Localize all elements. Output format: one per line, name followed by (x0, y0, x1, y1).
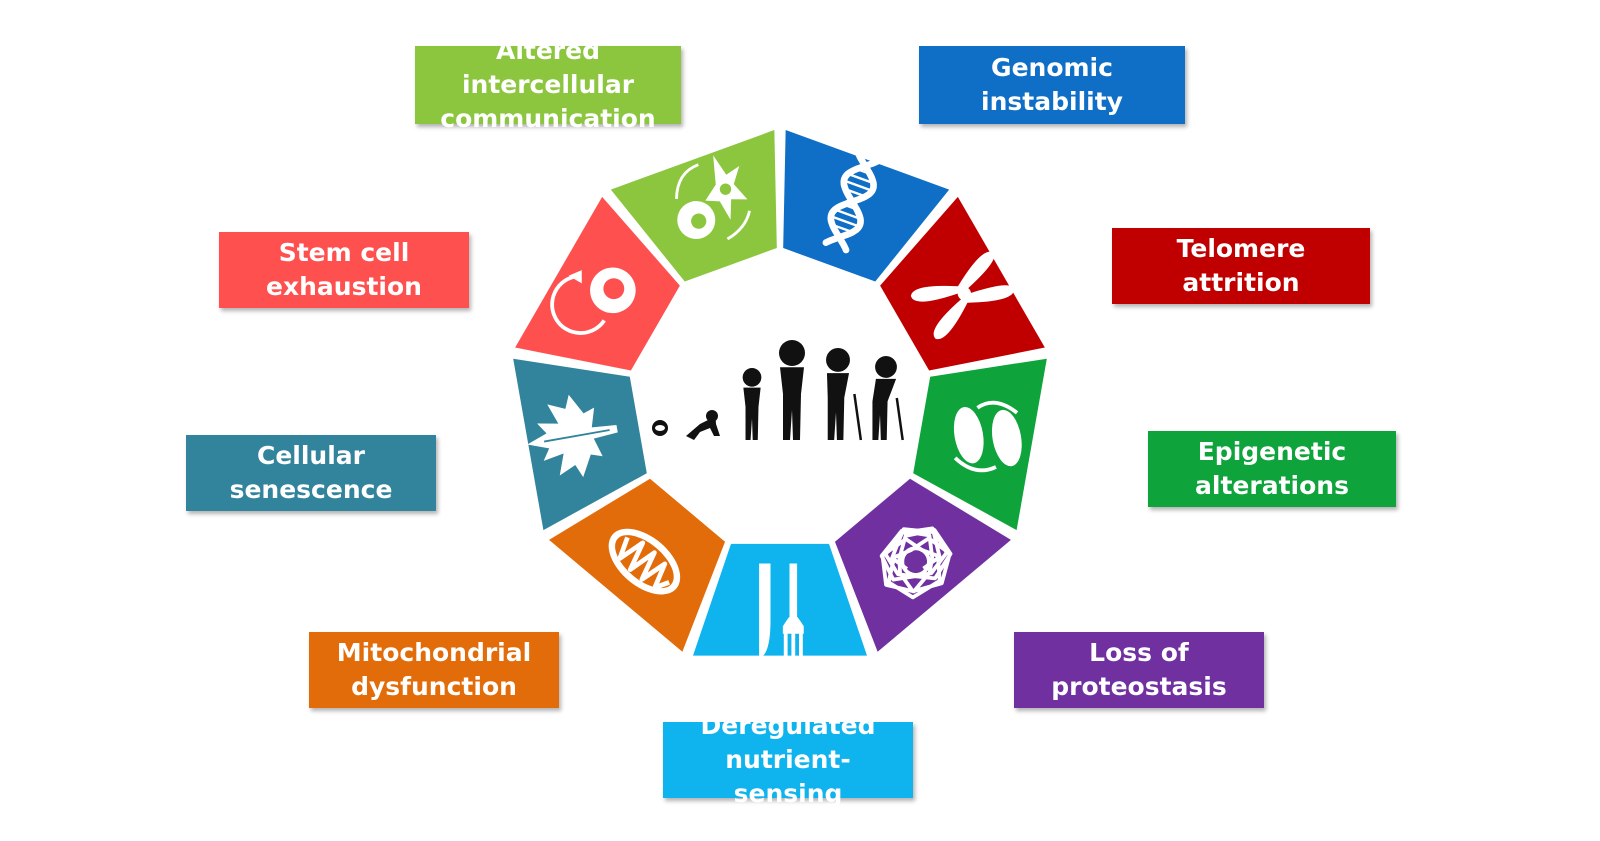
protein-icon (879, 526, 953, 600)
label-nutrient: Deregulated nutrient-sensing (663, 711, 913, 808)
label-genomic: Genomic instability (919, 46, 1185, 124)
label-epigenetic: Epigenetic alterations (1148, 431, 1396, 507)
maple-leaf-icon (527, 394, 618, 478)
label-mitochondrial: Mitochondrial dysfunction (309, 632, 559, 708)
label-line: nutrient-sensing (725, 745, 851, 808)
label-line: Loss of (1089, 638, 1189, 667)
label-stemcell: Stem cell exhaustion (219, 232, 469, 308)
label-line: Mitochondrial (336, 638, 532, 667)
nucleosome-icon (953, 400, 1022, 473)
label-line: Genomic instability (981, 53, 1123, 116)
label-line: proteostasis (1051, 672, 1227, 701)
stem-cell-icon (550, 267, 636, 335)
fork-knife-icon (759, 563, 804, 659)
segment-nutrient (692, 543, 868, 656)
label-line: Stem cell (278, 238, 410, 267)
human-life-stages-icon (652, 340, 904, 441)
dna-icon (822, 150, 882, 254)
mitochondrion-icon (608, 528, 681, 595)
label-line: dysfunction (351, 672, 517, 701)
label-proteostasis: Loss of proteostasis (1014, 632, 1264, 708)
label-line: Deregulated (700, 711, 876, 740)
label-line: alterations (1195, 471, 1349, 500)
label-line: senescence (229, 475, 393, 504)
label-intercellular: Altered intercellular communication (415, 36, 681, 133)
label-line: exhaustion (266, 272, 422, 301)
wheel-segments (513, 130, 1047, 656)
label-line: Epigenetic (1197, 437, 1347, 466)
segment-proteostasis (834, 478, 1011, 652)
segment-icons (527, 150, 1022, 659)
cell-communication-icon (675, 155, 751, 241)
chromosome-icon (910, 251, 1015, 340)
label-line: Altered intercellular (461, 36, 635, 99)
label-telomere: Telomere attrition (1112, 228, 1370, 304)
label-line: communication (440, 104, 656, 133)
label-senescence: Cellular senescence (186, 435, 436, 511)
label-line: Telomere attrition (1176, 234, 1306, 297)
label-line: Cellular (256, 441, 365, 470)
